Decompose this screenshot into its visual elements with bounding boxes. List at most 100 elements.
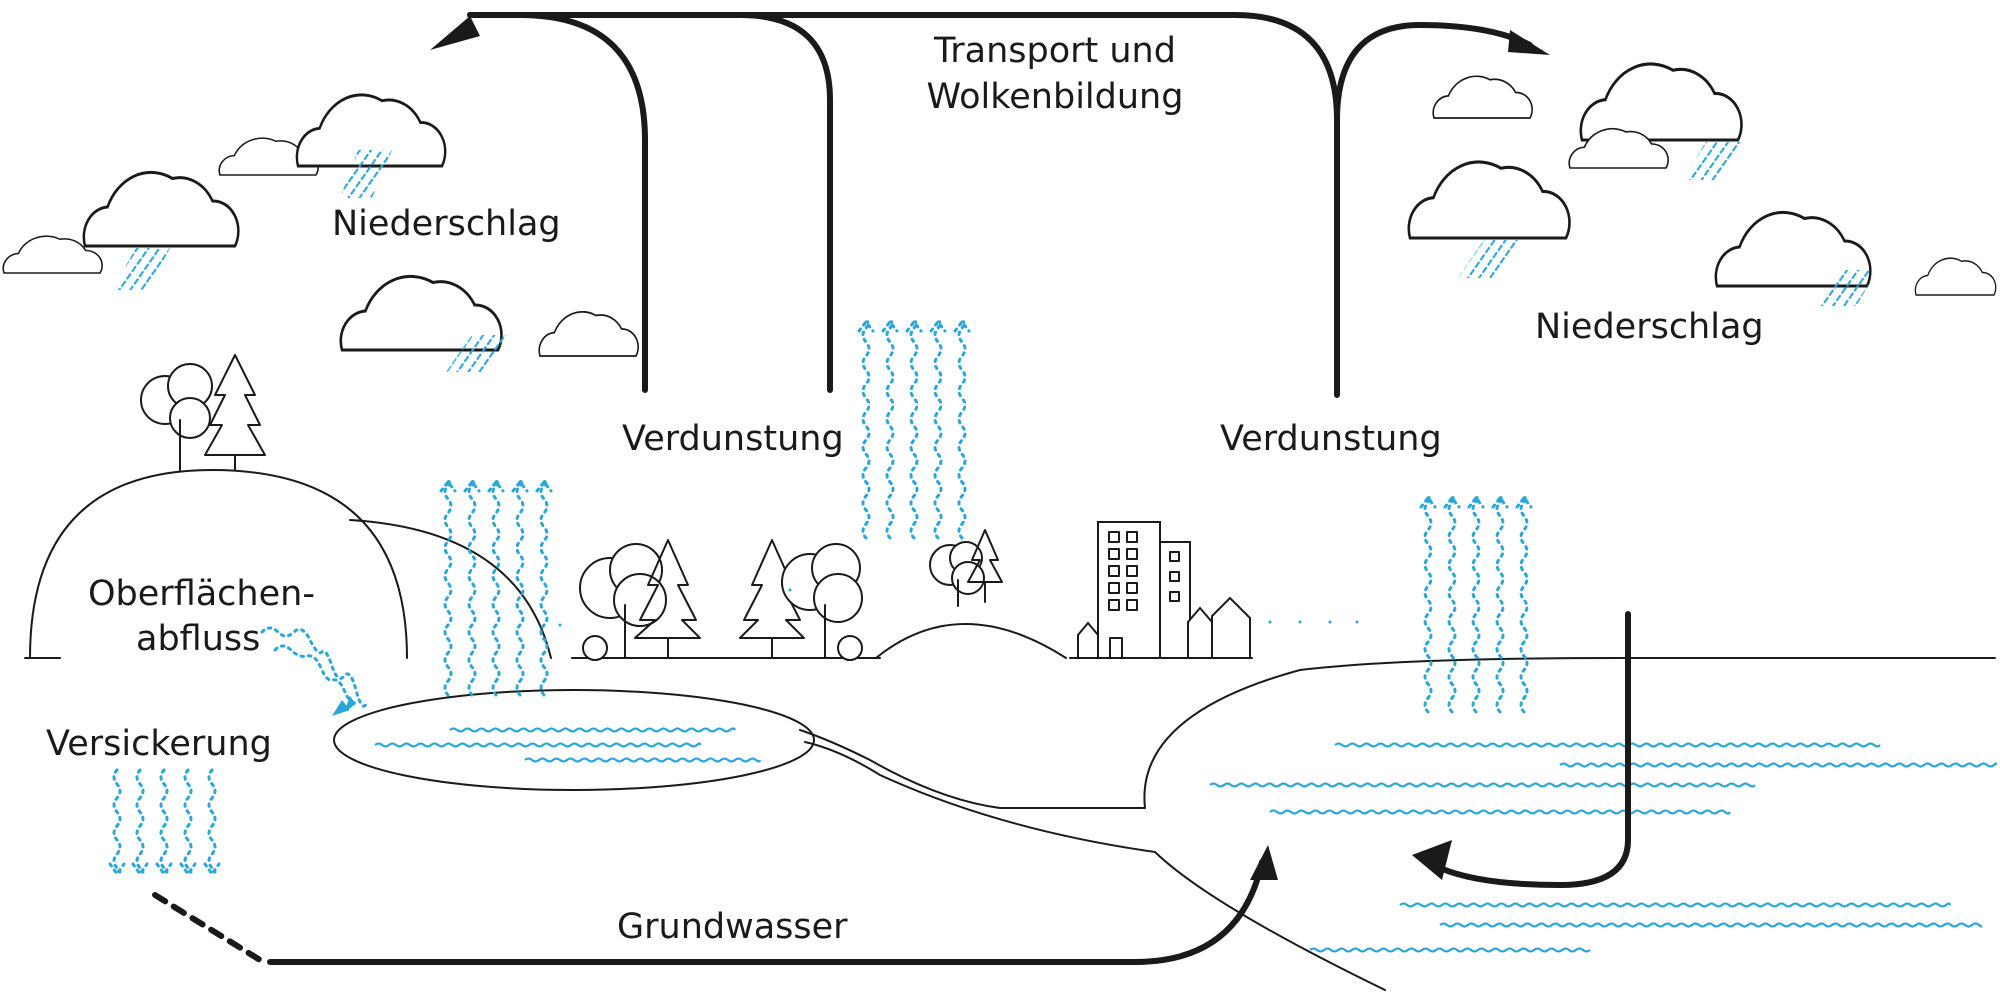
vapor-line xyxy=(1495,495,1505,714)
infiltration-line xyxy=(183,768,193,874)
vapor-line xyxy=(515,479,525,697)
vapor-line xyxy=(1519,495,1529,714)
runoff-flow xyxy=(260,626,368,716)
wave-line xyxy=(524,757,762,763)
arrow-icon xyxy=(929,319,947,333)
wave-line xyxy=(1334,742,1881,748)
vapor-line xyxy=(1423,495,1433,714)
window-icon xyxy=(1126,531,1138,543)
window-icon xyxy=(1169,551,1180,562)
arrow-icon xyxy=(131,862,149,877)
hill-left xyxy=(24,354,552,659)
vapor-line xyxy=(957,320,967,540)
window-icon xyxy=(1169,571,1180,582)
infiltration-label: Versickerung xyxy=(46,724,272,764)
arrow-icon xyxy=(1412,840,1452,880)
pine-tree-icon xyxy=(634,539,701,659)
wave-line xyxy=(374,742,702,748)
cloud-icon xyxy=(1914,257,1997,296)
wave-line xyxy=(1309,947,1591,953)
vapor-line xyxy=(443,479,453,697)
arrow-icon xyxy=(332,700,350,716)
groundwater-flow xyxy=(152,845,1278,965)
vapor-line xyxy=(861,320,871,540)
arrow-icon xyxy=(155,862,173,877)
arrow-icon xyxy=(881,319,899,333)
wave-line xyxy=(449,727,736,733)
evaporation-label-right: Verdunstung xyxy=(1220,419,1442,459)
transport-arrows xyxy=(430,12,1550,398)
arrow-icon xyxy=(108,862,126,877)
water-droplet xyxy=(1268,620,1272,624)
forest-area xyxy=(571,539,881,661)
precipitation-label-right: Niederschlag xyxy=(1535,307,1764,347)
arrow-icon xyxy=(1443,495,1461,509)
transport-label-line1: Transport und xyxy=(933,31,1176,71)
house-icon xyxy=(1077,596,1251,659)
arrow-icon xyxy=(1419,495,1437,509)
lake-left xyxy=(333,689,815,791)
center-hill xyxy=(875,529,1067,659)
vapor-line xyxy=(1471,495,1481,714)
infiltration-line xyxy=(135,768,145,874)
window-icon xyxy=(1169,591,1180,602)
wave-line xyxy=(1399,902,1952,908)
vapor-line xyxy=(467,479,477,697)
wave-line xyxy=(1559,762,1998,768)
vapor-line xyxy=(885,320,895,540)
arrow-icon xyxy=(203,862,221,877)
water-droplet xyxy=(1328,620,1332,624)
arrow-icon xyxy=(1467,495,1485,509)
water-droplet xyxy=(788,588,792,592)
surface-runoff-label-line2: abfluss xyxy=(136,619,260,659)
water-droplet xyxy=(558,623,562,627)
labels: Transport und Wolkenbildung Niederschlag… xyxy=(46,31,1764,947)
sea-right xyxy=(1143,657,1996,809)
groundwater-label: Grundwasser xyxy=(617,907,848,947)
arrow-icon xyxy=(905,319,923,333)
vapor-line xyxy=(539,479,549,697)
transport-label-line2: Wolkenbildung xyxy=(927,77,1184,117)
arrow-icon xyxy=(1250,845,1278,880)
window-icon xyxy=(1126,582,1138,594)
town xyxy=(1069,521,1253,659)
cloud-icon xyxy=(1432,75,1533,119)
rain-icon xyxy=(1818,270,1878,306)
infiltration-line xyxy=(207,768,217,874)
arrow-icon xyxy=(1515,495,1533,509)
cloud-icon xyxy=(538,310,640,357)
cloud-icon xyxy=(1579,62,1744,142)
arrow-icon xyxy=(511,479,529,493)
rain-icon xyxy=(112,248,170,290)
window-icon xyxy=(1108,548,1120,560)
wave-line xyxy=(1209,782,1756,788)
window-icon xyxy=(1126,565,1138,577)
window-icon xyxy=(1126,599,1138,611)
arrow-icon xyxy=(463,479,481,493)
arrow-icon xyxy=(1491,495,1509,509)
window-icon xyxy=(1108,599,1120,611)
infiltration-flow xyxy=(108,768,221,877)
pine-tree-icon xyxy=(204,354,266,471)
surface-runoff-label-line1: Oberflächen- xyxy=(88,574,315,614)
building-windows xyxy=(1108,531,1180,659)
arrow-icon xyxy=(344,696,356,712)
infiltration-line xyxy=(112,768,122,874)
cloud-icon xyxy=(1407,160,1572,240)
arrow-icon xyxy=(857,319,875,333)
return-flow xyxy=(1412,611,1631,888)
clouds-right xyxy=(1407,62,1997,306)
door-icon xyxy=(1109,637,1123,659)
rain-icon xyxy=(1682,142,1742,180)
arrow-icon xyxy=(487,479,505,493)
cloud-icon xyxy=(82,170,240,248)
wave-line xyxy=(1269,809,1731,815)
evaporation-label-left: Verdunstung xyxy=(622,419,844,459)
arrow-icon xyxy=(535,479,553,493)
water-droplet xyxy=(1355,620,1359,624)
arrow-right-head xyxy=(1508,30,1550,55)
rain-icon xyxy=(340,150,392,198)
water-waves xyxy=(374,727,1998,953)
water-droplet xyxy=(1298,620,1302,624)
